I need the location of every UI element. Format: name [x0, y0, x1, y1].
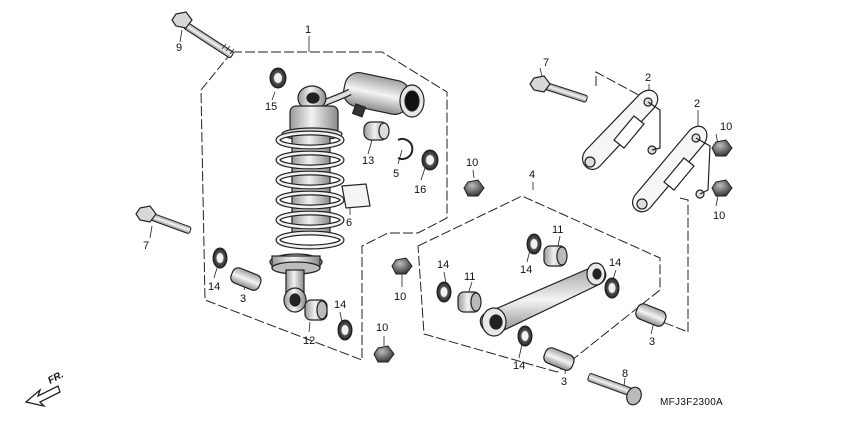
callout-2a: 2: [645, 72, 651, 84]
callout-3-right: 3: [649, 336, 655, 348]
nut-10-b: [391, 257, 413, 275]
front-label: FR.: [46, 369, 65, 386]
callout-14-a: 14: [208, 281, 220, 293]
nut-10-a: [463, 179, 485, 197]
callout-9: 9: [176, 42, 182, 54]
callout-11-a: 11: [552, 224, 563, 236]
callout-10-b: 10: [720, 121, 732, 133]
front-arrow-icon: FR.: [24, 369, 66, 408]
link-plate-2-a: [581, 89, 661, 170]
group-outline-shock: [200, 51, 448, 361]
callout-16: 16: [414, 184, 426, 196]
seal-14-b: [337, 319, 353, 341]
callout-3-bottom: 3: [561, 376, 567, 388]
callout-5: 5: [393, 168, 399, 180]
bushing-13: [363, 121, 390, 141]
bearing-12: [304, 299, 328, 321]
callout-10-d: 10: [394, 291, 406, 303]
bearing-11-b: [457, 291, 482, 313]
seal-14-a: [212, 247, 228, 269]
bolt-7-left: [135, 205, 192, 234]
group-outline-link: [417, 195, 661, 373]
callout-6: 6: [346, 217, 352, 229]
seal-14-e: [604, 277, 620, 299]
seal-14-f: [517, 325, 533, 347]
bearing-11-a: [543, 245, 568, 267]
seal-14-d: [526, 233, 542, 255]
bearings: [304, 245, 568, 321]
callout-13: 13: [362, 155, 374, 167]
circlip-5: [397, 138, 414, 160]
nut-10-e: [711, 179, 733, 197]
leader-lines: [149, 29, 719, 387]
callouts: 1 2 2 3 3 3 4 5 6 7 7 8 9 10 10 10 10 10…: [143, 24, 732, 388]
callout-1: 1: [305, 24, 311, 36]
callout-10-c: 10: [713, 210, 725, 222]
shock-absorber: [269, 72, 425, 313]
bolt-7-right: [529, 75, 588, 103]
bolt-8: [587, 373, 642, 406]
group-outline-plates: [595, 71, 689, 333]
callout-4: 4: [529, 169, 535, 181]
callout-3-left: 3: [240, 293, 246, 305]
callout-11-b: 11: [464, 271, 475, 283]
link-plates: [581, 89, 711, 213]
callout-14-b: 14: [334, 299, 346, 311]
collar-3-left: [230, 267, 262, 291]
callout-10-e: 10: [376, 322, 388, 334]
callout-14-c: 14: [437, 259, 449, 271]
callout-12: 12: [303, 335, 315, 347]
callout-15: 15: [265, 101, 277, 113]
callout-10-a: 10: [466, 157, 478, 169]
nut-10-d: [711, 139, 733, 157]
callout-8: 8: [622, 368, 628, 380]
nuts: [373, 139, 733, 363]
callout-7-right: 7: [543, 57, 549, 69]
callout-7-left: 7: [143, 240, 149, 252]
collars: [230, 267, 667, 371]
callout-14-f: 14: [513, 360, 525, 372]
callout-14-d: 14: [520, 264, 532, 276]
nut-10-c: [373, 345, 395, 363]
callout-14-e: 14: [609, 257, 621, 269]
cushion-link-4: [479, 262, 607, 337]
seal-15: [269, 67, 287, 89]
collar-3-bottom: [543, 347, 575, 371]
part-code: MFJ3F2300A: [660, 397, 723, 408]
collar-3-right: [635, 303, 667, 327]
seal-16: [421, 149, 439, 171]
callout-2b: 2: [694, 98, 700, 110]
label-plate-6: [341, 183, 371, 209]
seal-14-c: [436, 281, 452, 303]
bolt-9: [171, 11, 235, 59]
seals: [212, 67, 620, 347]
link-plate-2-b: [631, 125, 711, 213]
